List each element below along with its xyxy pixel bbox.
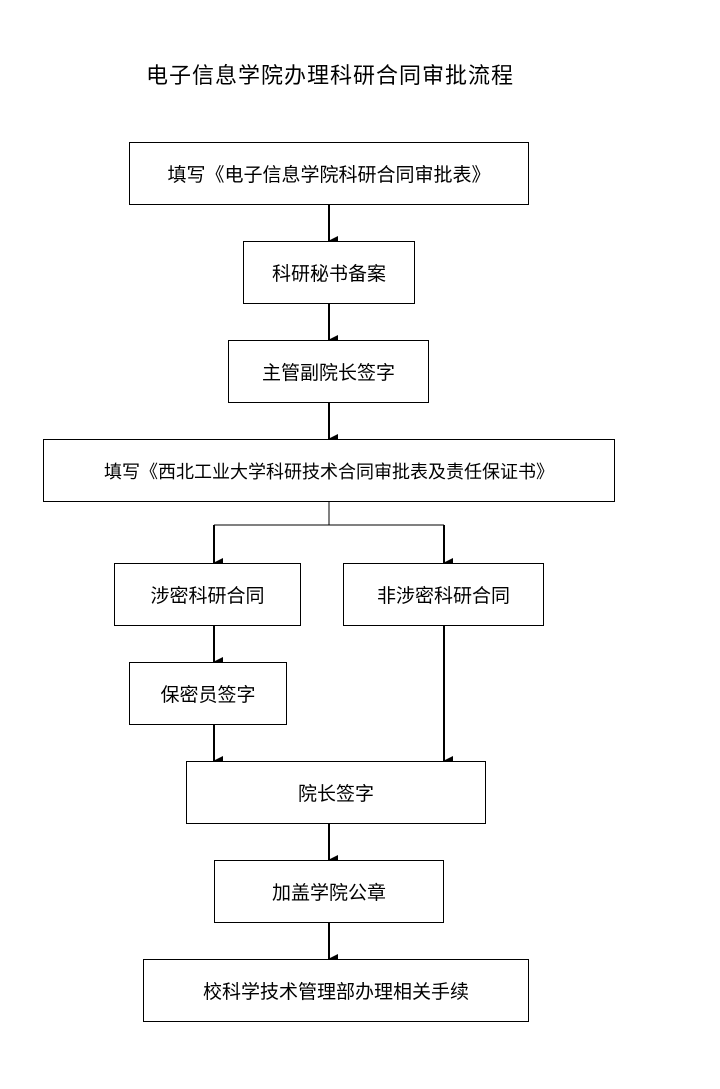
step-vice-dean-sign: 主管副院长签字 [228, 340, 429, 403]
step-label: 主管副院长签字 [261, 362, 395, 384]
step-label: 涉密科研合同 [150, 585, 265, 607]
step-secretary-record: 科研秘书备案 [243, 241, 415, 304]
step-label: 非涉密科研合同 [376, 585, 510, 607]
step-university-procedures: 校科学技术管理部办理相关手续 [143, 959, 529, 1022]
step-label: 院长签字 [297, 783, 374, 805]
step-security-officer-sign: 保密员签字 [129, 662, 287, 725]
step-label: 填写《电子信息学院科研合同审批表》 [167, 164, 491, 186]
step-college-seal: 加盖学院公章 [214, 860, 444, 923]
step-label: 科研秘书备案 [271, 263, 386, 285]
step-classified-contract: 涉密科研合同 [114, 563, 301, 626]
step-label: 校科学技术管理部办理相关手续 [202, 981, 469, 1003]
step-label: 加盖学院公章 [271, 882, 386, 904]
step-label: 保密员签字 [160, 684, 256, 706]
step-fill-college-form: 填写《电子信息学院科研合同审批表》 [129, 142, 529, 205]
step-dean-sign: 院长签字 [186, 761, 486, 824]
step-fill-university-form: 填写《西北工业大学科研技术合同审批表及责任保证书》 [43, 439, 615, 502]
step-unclassified-contract: 非涉密科研合同 [343, 563, 544, 626]
page-title: 电子信息学院办理科研合同审批流程 [145, 64, 514, 89]
step-label: 填写《西北工业大学科研技术合同审批表及责任保证书》 [104, 461, 554, 483]
